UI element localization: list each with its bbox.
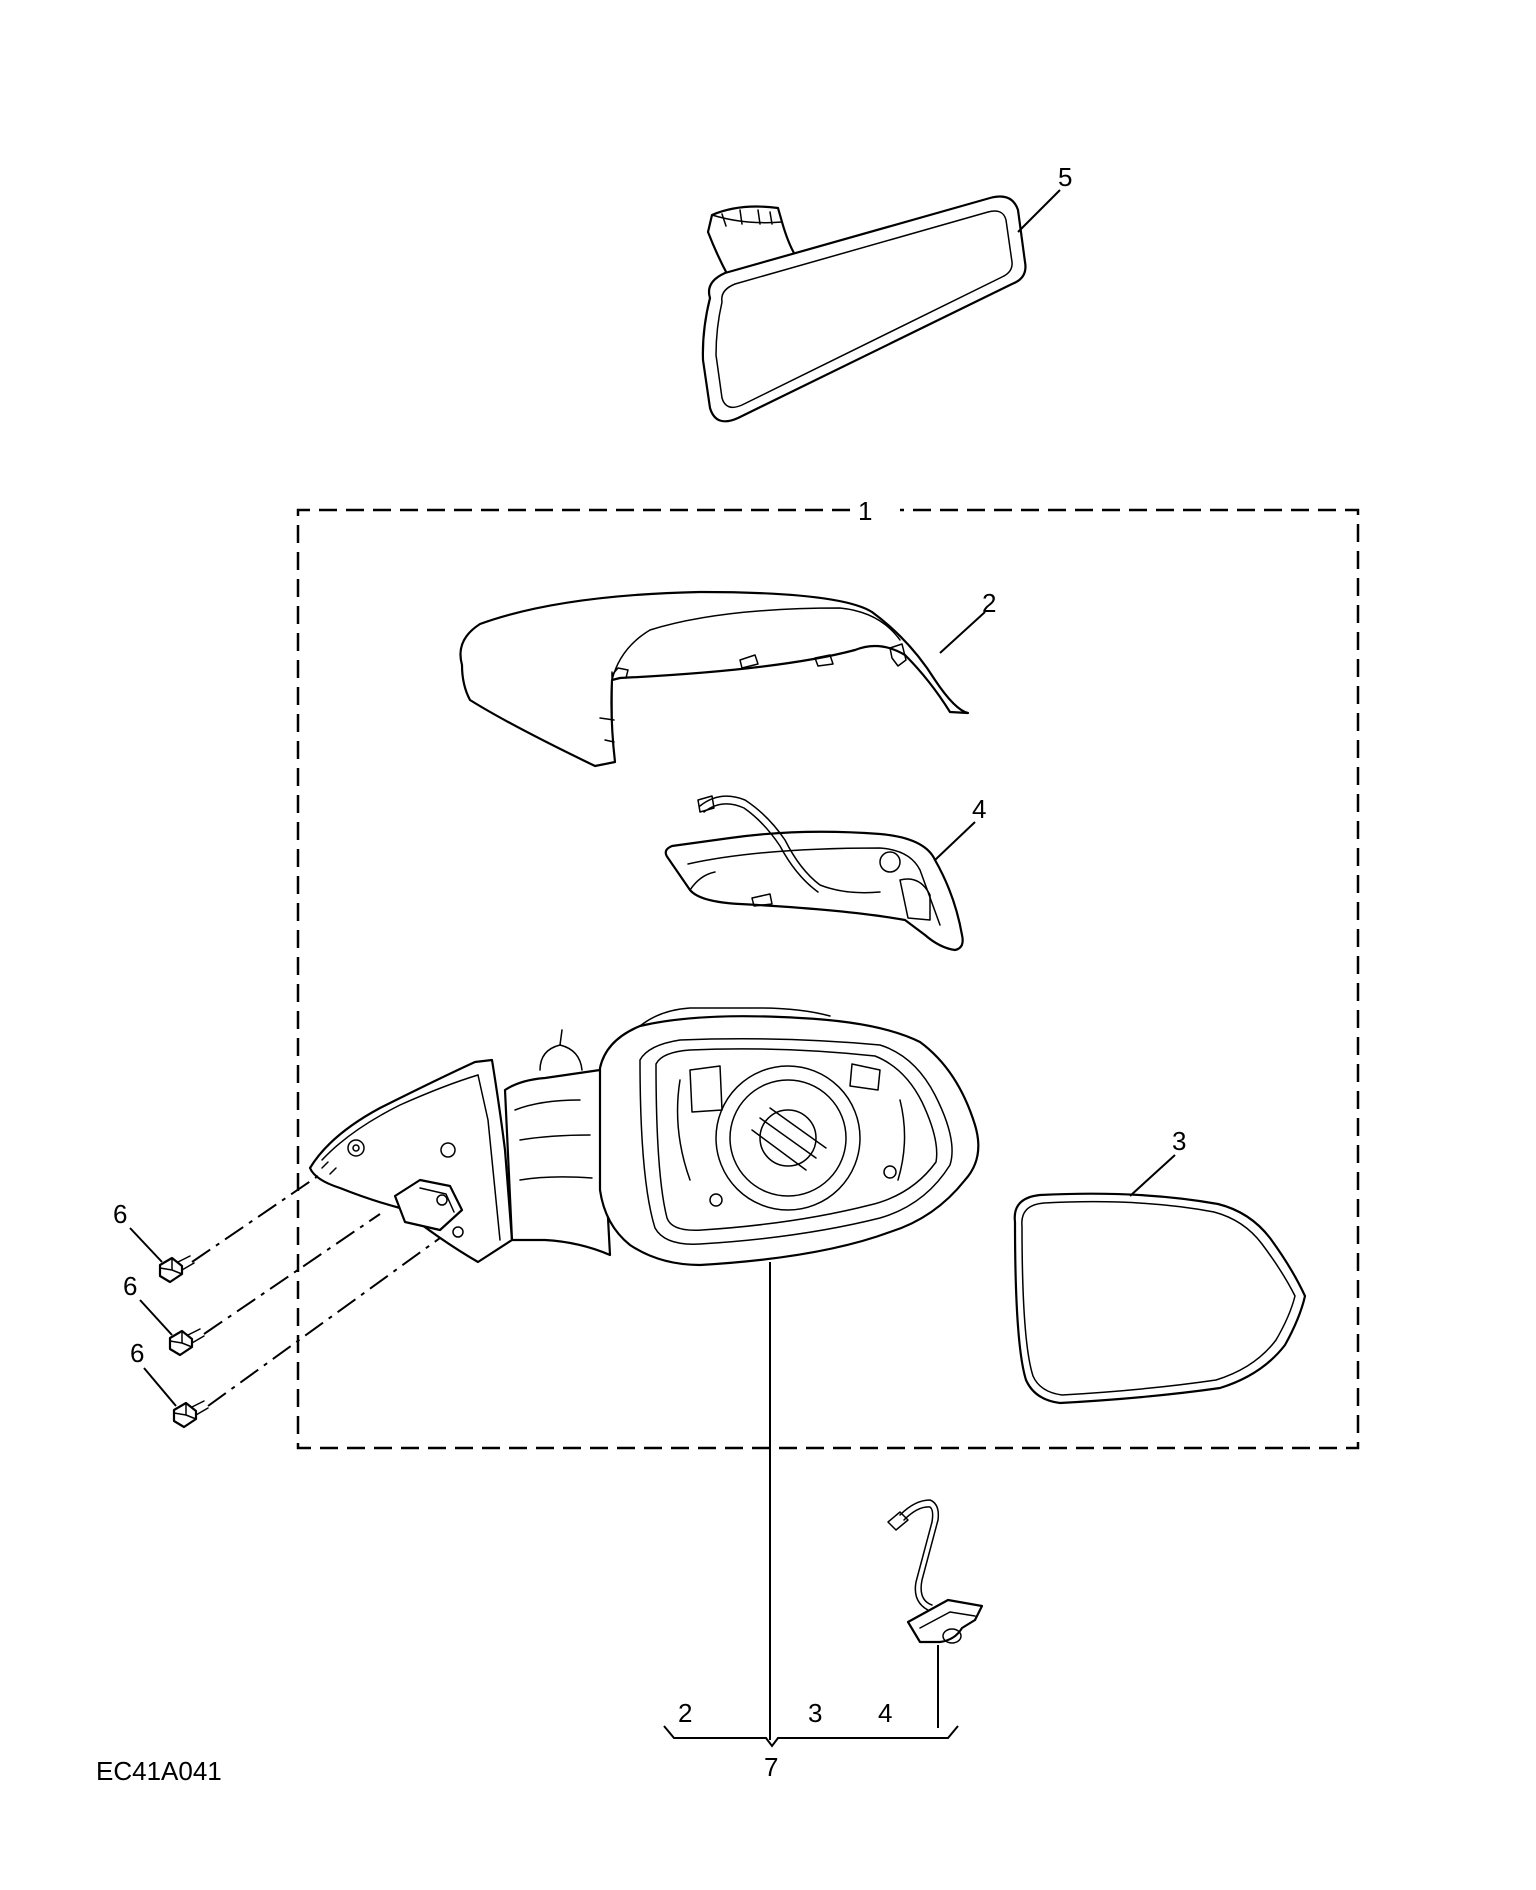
callout-1: 1 bbox=[858, 496, 872, 526]
leader-line-3 bbox=[1129, 1154, 1176, 1197]
callout-3: 3 bbox=[1172, 1126, 1186, 1156]
bolt-part-c bbox=[172, 1400, 209, 1429]
leader-lines-6 bbox=[129, 1227, 177, 1407]
side-indicator-part bbox=[664, 795, 964, 952]
kit-content-2: 2 bbox=[678, 1698, 692, 1728]
callout-6-top: 6 bbox=[113, 1199, 127, 1229]
bolt-part-a bbox=[158, 1255, 195, 1284]
kit-content-4: 4 bbox=[878, 1698, 892, 1728]
callout-5: 5 bbox=[1058, 162, 1072, 192]
kit-bracket bbox=[663, 1725, 959, 1748]
callout-7: 7 bbox=[764, 1752, 778, 1782]
bolt-installation-lines bbox=[191, 1175, 441, 1407]
callout-4: 4 bbox=[972, 794, 986, 824]
callout-2: 2 bbox=[982, 588, 996, 618]
kit-content-3: 3 bbox=[808, 1698, 822, 1728]
callout-6-middle: 6 bbox=[123, 1271, 137, 1301]
camera-harness-part bbox=[887, 1499, 984, 1644]
leader-line-5 bbox=[1017, 189, 1061, 233]
bolt-part-b bbox=[168, 1328, 205, 1357]
callout-6-bottom: 6 bbox=[130, 1338, 144, 1368]
mirror-glass-part bbox=[1013, 1192, 1307, 1405]
diagram-reference-code: EC41A041 bbox=[96, 1756, 222, 1786]
exterior-mirror-housing-part bbox=[308, 1007, 980, 1267]
leader-line-2 bbox=[939, 611, 986, 654]
mirror-cover-part bbox=[459, 590, 970, 768]
leader-line-4 bbox=[934, 821, 976, 861]
interior-mirror-part bbox=[701, 195, 1027, 423]
assembly-boundary-box bbox=[296, 508, 1360, 1450]
